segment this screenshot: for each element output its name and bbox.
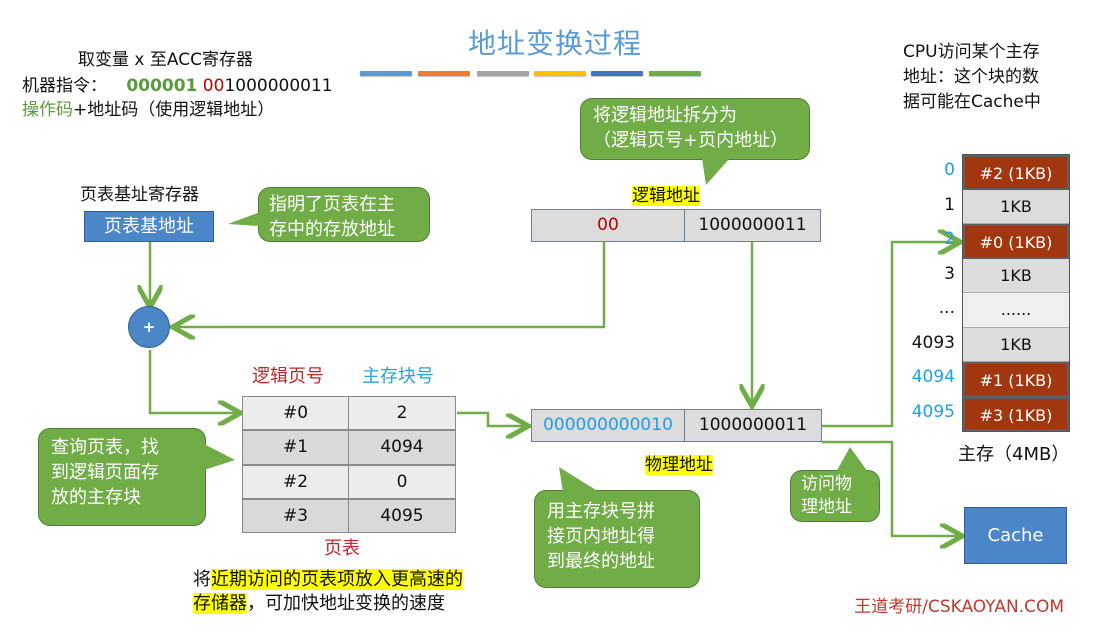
- page-table-base-register: 页表基地址: [84, 211, 214, 242]
- bubble-line: 查询页表，找: [51, 437, 159, 458]
- lookup-note-bubble: 查询页表，找 到逻辑页面存 放的主存块: [38, 428, 206, 526]
- address-page-bits: 00: [202, 76, 225, 96]
- footer-watermark: 王道考研/CSKAOYAN.COM: [854, 597, 1064, 617]
- arrow-adder-to-table: [148, 350, 238, 413]
- page-table-block-cell: 4094: [348, 430, 456, 465]
- memory-block-index: 1: [944, 194, 955, 215]
- tlb-note-highlight: 存储器: [193, 593, 247, 614]
- memory-block: 1KB: [963, 327, 1069, 362]
- memory-block: #3 (1KB): [963, 396, 1069, 431]
- page-table-page-cell: #0: [242, 396, 349, 431]
- bubble-line: 到逻辑页面存: [51, 462, 159, 483]
- memory-block-index: 4093: [911, 332, 955, 353]
- tlb-note: 将近期访问的页表项放入更高速的 存储器，可加快地址变换的速度: [193, 568, 463, 616]
- bubble-line: 指明了页表在主: [269, 194, 395, 215]
- cache-box: Cache: [964, 507, 1067, 564]
- color-bar: [649, 71, 701, 76]
- memory-block: 1KB: [963, 258, 1069, 293]
- bubble-pointer: [559, 467, 599, 492]
- bubble-line: 用主存块号拼: [547, 501, 655, 522]
- arrow-physical-to-memory: [822, 242, 958, 428]
- memory-block: #0 (1KB): [963, 224, 1069, 259]
- cpu-note: CPU访问某个主存 地址：这个块的数 据可能在Cache中: [903, 40, 1041, 115]
- memory-block-index: 4094: [911, 367, 955, 387]
- bubble-pointer: [836, 447, 868, 472]
- bubble-line: 理地址: [801, 497, 852, 517]
- logical-offset-field: 1000000011: [684, 209, 821, 242]
- memory-block: ......: [963, 293, 1069, 328]
- opcode-label: 操作码: [22, 100, 73, 120]
- address-offset-bits: 1000000011: [224, 76, 333, 96]
- page-table-page-cell: #2: [242, 464, 349, 499]
- color-bar: [477, 71, 529, 76]
- bubble-line: 访问物: [801, 474, 852, 494]
- memory-block: #2 (1KB): [963, 155, 1069, 190]
- page-table-col-page: 逻辑页号: [252, 366, 324, 387]
- page-table-block-cell: 0: [348, 464, 456, 499]
- bubble-pointer: [228, 212, 260, 226]
- bubble-line: 放的主存块: [51, 487, 141, 508]
- main-memory-caption: 主存（4MB）: [958, 444, 1070, 465]
- tlb-note-text: 将: [193, 569, 211, 590]
- memory-block: #1 (1KB): [963, 362, 1069, 397]
- bubble-line: （逻辑页号+页内地址）: [593, 130, 789, 151]
- page-table-col-block: 主存块号: [362, 366, 434, 387]
- instruction-label: 机器指令：: [22, 76, 107, 96]
- memory-block-index: 0: [944, 160, 955, 180]
- color-bar: [591, 71, 643, 76]
- format-rest: +地址码（使用逻辑地址）: [73, 100, 275, 120]
- access-note-bubble: 访问物 理地址: [790, 470, 880, 522]
- cpu-note-line: 地址：这个块的数: [903, 67, 1039, 87]
- memory-block-index: 3: [944, 263, 955, 284]
- page-table-page-cell: #1: [242, 430, 349, 465]
- main-memory: #2 (1KB)1KB#0 (1KB)1KB......1KB#1 (1KB)#…: [962, 154, 1070, 432]
- tlb-note-highlight: 近期访问的页表项放入更高速的: [211, 569, 463, 590]
- concat-note-bubble: 用主存块号拼 接页内地址得 到最终的地址: [534, 490, 700, 588]
- physical-address-label: 物理地址: [645, 455, 713, 475]
- ptr-label: 页表基址寄存器: [80, 185, 199, 205]
- page-table-block-cell: 2: [348, 396, 456, 431]
- logical-page-field: 00: [531, 209, 685, 242]
- cpu-note-line: CPU访问某个主存: [903, 42, 1040, 62]
- bubble-line: 接页内地址得: [547, 526, 655, 547]
- bubble-line: 存中的存放地址: [269, 219, 395, 240]
- tlb-note-text: ，可加快地址变换的速度: [247, 593, 445, 614]
- color-bar: [534, 71, 586, 76]
- bubble-pointer: [204, 444, 235, 470]
- arrow-physical-to-cache: [822, 440, 960, 536]
- page-table-block-cell: 4095: [348, 498, 456, 533]
- bubble-line: 到最终的地址: [547, 551, 655, 572]
- memory-block-index: 2: [944, 229, 955, 249]
- opcode-bits: 000001: [126, 76, 198, 96]
- ptr-note-bubble: 指明了页表在主 存中的存放地址: [258, 187, 430, 242]
- physical-offset-field: 1000000011: [684, 409, 822, 442]
- bubble-pointer: [702, 158, 730, 185]
- instruction-desc: 取变量 x 至ACC寄存器: [78, 50, 253, 70]
- machine-instruction: 机器指令： 000001 001000000011: [22, 74, 333, 98]
- page-title: 地址变换过程: [467, 27, 642, 60]
- physical-block-field: 000000000010: [531, 409, 685, 442]
- split-note-bubble: 将逻辑地址拆分为 （逻辑页号+页内地址）: [580, 98, 810, 160]
- color-bar: [418, 71, 470, 76]
- instruction-format: 操作码+地址码（使用逻辑地址）: [22, 98, 274, 122]
- page-table-page-cell: #3: [242, 498, 349, 533]
- arrow-table-to-physical: [457, 411, 526, 426]
- logical-address-label: 逻辑地址: [632, 186, 700, 206]
- bubble-line: 将逻辑地址拆分为: [593, 105, 737, 126]
- adder-circle: +: [128, 306, 170, 348]
- memory-block-index: 4095: [911, 401, 955, 422]
- memory-block-index: ...: [938, 298, 955, 318]
- arrow-page-to-adder: [175, 242, 606, 327]
- color-bar: [360, 71, 412, 76]
- page-table-caption: 页表: [324, 538, 360, 559]
- memory-block: 1KB: [963, 189, 1069, 224]
- cpu-note-line: 据可能在Cache中: [903, 92, 1041, 112]
